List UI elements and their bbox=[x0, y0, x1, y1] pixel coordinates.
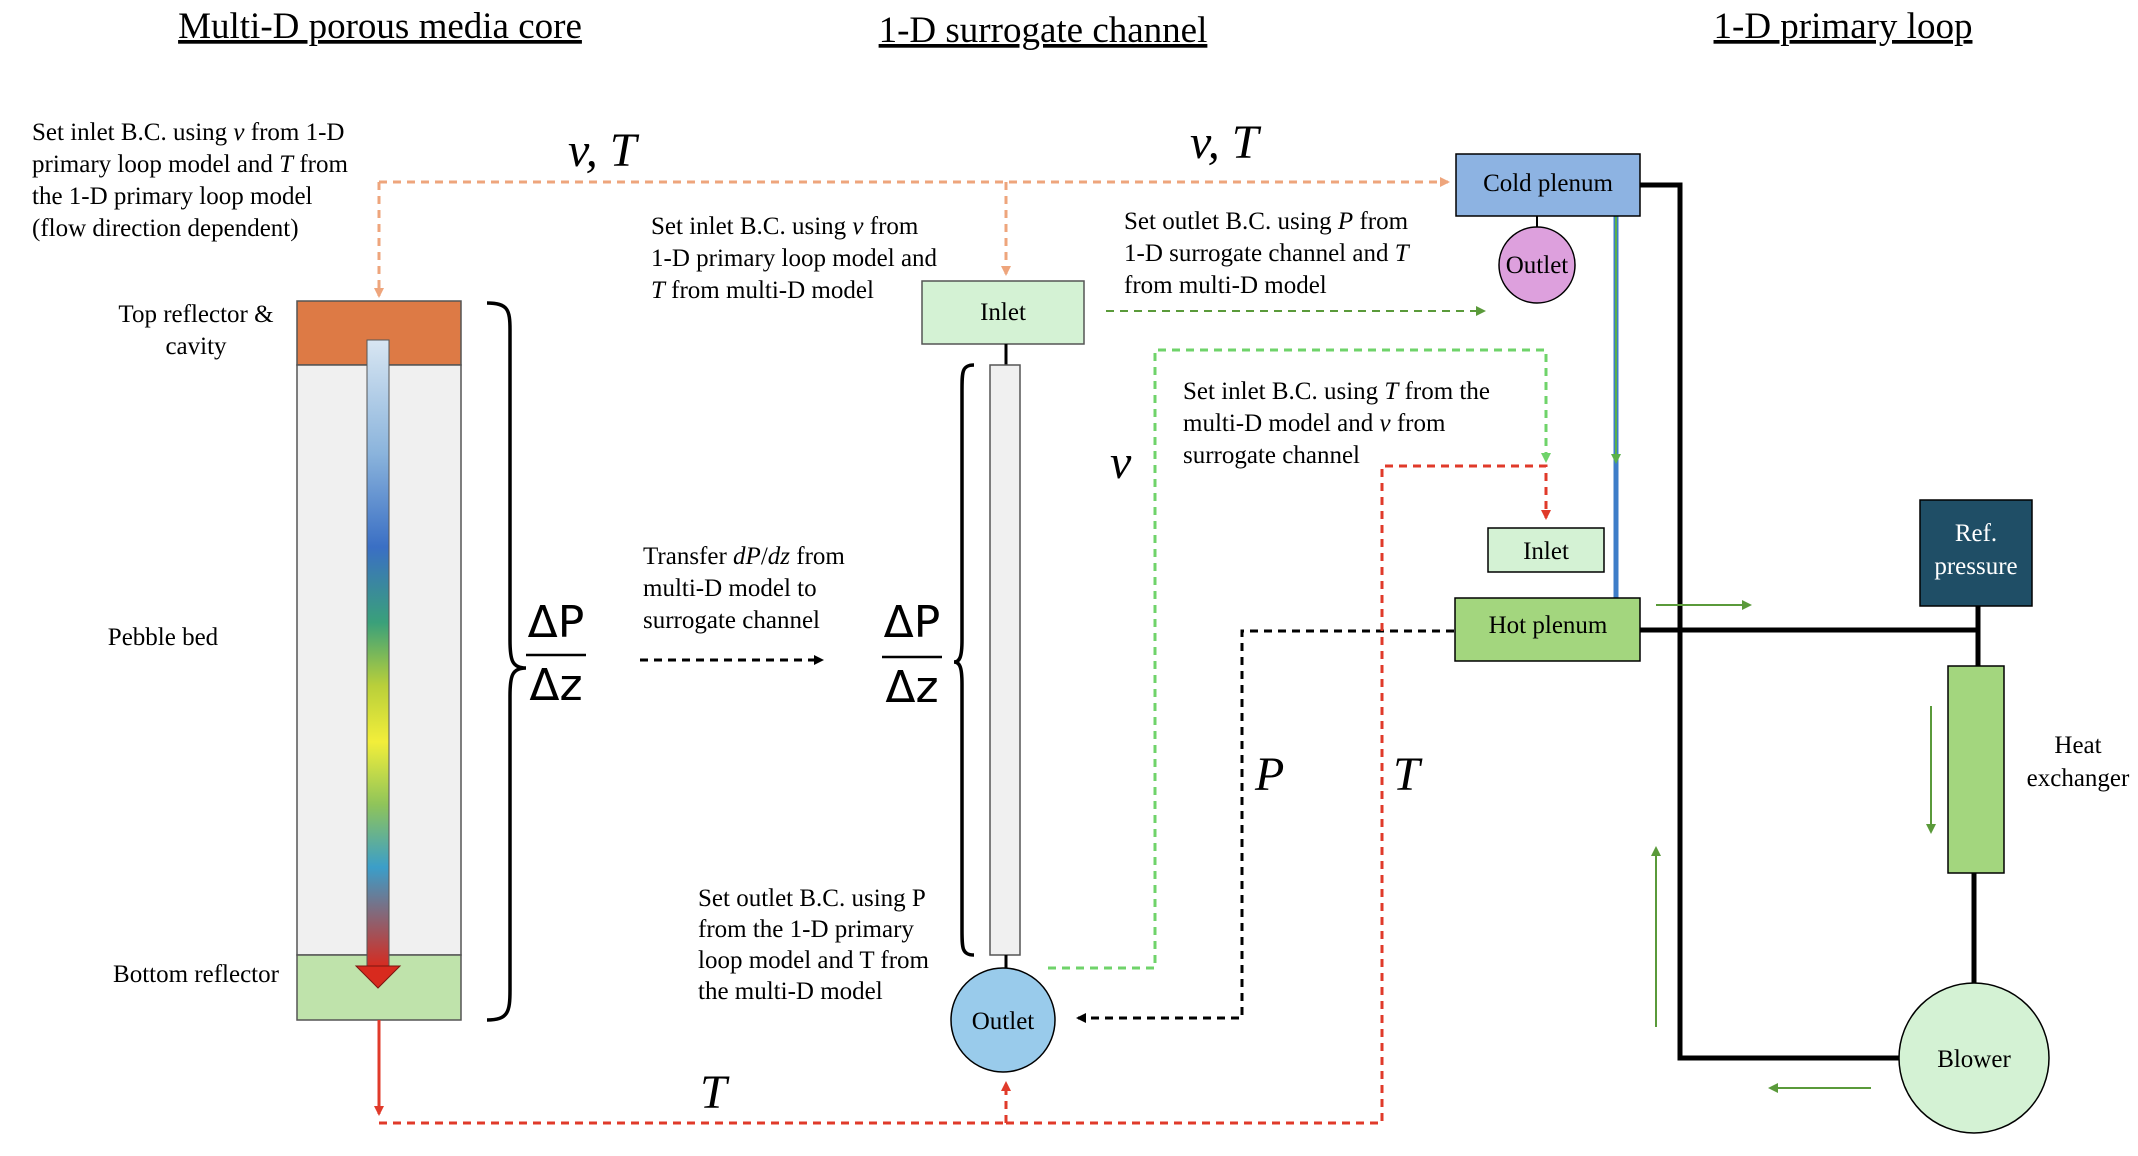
top-reflector-label-line-2: cavity bbox=[165, 333, 227, 360]
label-t-mid: T bbox=[1393, 748, 1423, 801]
label-v: v bbox=[1110, 436, 1132, 489]
hot-plenum-label: Hot plenum bbox=[1489, 612, 1608, 639]
black-p-connection bbox=[1076, 629, 1454, 1023]
core-brace bbox=[486, 301, 527, 1022]
hot-plenum-inlet-box bbox=[1487, 527, 1605, 573]
surrogate-brace bbox=[953, 363, 975, 957]
label-v-t-right: v, T bbox=[1190, 116, 1262, 169]
hot-plenum-inlet-label: Inlet bbox=[1523, 538, 1569, 565]
core-column bbox=[296, 300, 462, 1021]
hot-plenum-box bbox=[1454, 597, 1641, 662]
fraction-surrogate-numerator: ΔP bbox=[884, 597, 941, 648]
fraction-core-denominator: Δz bbox=[529, 660, 582, 711]
pebble-bed-label: Pebble bed bbox=[108, 624, 219, 651]
cold-plenum-outlet-node bbox=[1498, 226, 1576, 304]
heat-exchanger-label-line-2: exchanger bbox=[2027, 765, 2130, 792]
fraction-surrogate-denominator: Δz bbox=[885, 662, 938, 713]
red-t-connections bbox=[379, 464, 1551, 1125]
blower-node bbox=[1898, 982, 2050, 1134]
top-reflector-label-line-1: Top reflector & bbox=[118, 301, 273, 328]
surrogate-inlet-label: Inlet bbox=[980, 299, 1026, 326]
label-v-t-left: v, T bbox=[568, 124, 640, 177]
core-flow-arrowhead bbox=[354, 965, 402, 989]
surrogate-outlet-node bbox=[950, 967, 1056, 1073]
ref-pressure-box bbox=[1919, 499, 2033, 607]
core-temperature-gradient-bar bbox=[366, 339, 390, 969]
orange-vt-connections bbox=[374, 177, 1450, 298]
label-t-bottom: T bbox=[700, 1066, 730, 1119]
ref-pressure-label-line-1: Ref. bbox=[1955, 520, 1997, 547]
header-surrogate: 1-D surrogate channel bbox=[879, 10, 1208, 51]
heat-exchanger-box bbox=[1947, 665, 2005, 874]
heat-exchanger-label-line-1: Heat bbox=[2054, 732, 2101, 759]
header-primary: 1-D primary loop bbox=[1714, 6, 1973, 47]
cold-plenum-outlet-label: Outlet bbox=[1506, 252, 1569, 279]
cold-plenum-label: Cold plenum bbox=[1483, 170, 1613, 197]
loop-flow-arrows bbox=[1651, 600, 1936, 1093]
green-v-connection bbox=[1048, 348, 1551, 970]
fraction-core-numerator: ΔP bbox=[528, 597, 585, 648]
blower-label: Blower bbox=[1937, 1046, 2011, 1073]
ref-pressure-label-line-2: pressure bbox=[1934, 553, 2017, 580]
fraction-surrogate: ΔP Δz bbox=[882, 597, 942, 713]
surrogate-inlet-box bbox=[921, 280, 1085, 345]
fraction-core: ΔP Δz bbox=[526, 597, 586, 711]
label-p: P bbox=[1254, 748, 1284, 801]
surrogate-channel bbox=[989, 364, 1021, 956]
primary-loop-pipes bbox=[1640, 182, 1981, 1061]
header-core: Multi-D porous media core bbox=[178, 6, 582, 47]
cold-plenum-box bbox=[1455, 153, 1641, 217]
surrogate-outlet-label: Outlet bbox=[972, 1008, 1035, 1035]
bottom-reflector-label: Bottom reflector bbox=[113, 961, 280, 988]
